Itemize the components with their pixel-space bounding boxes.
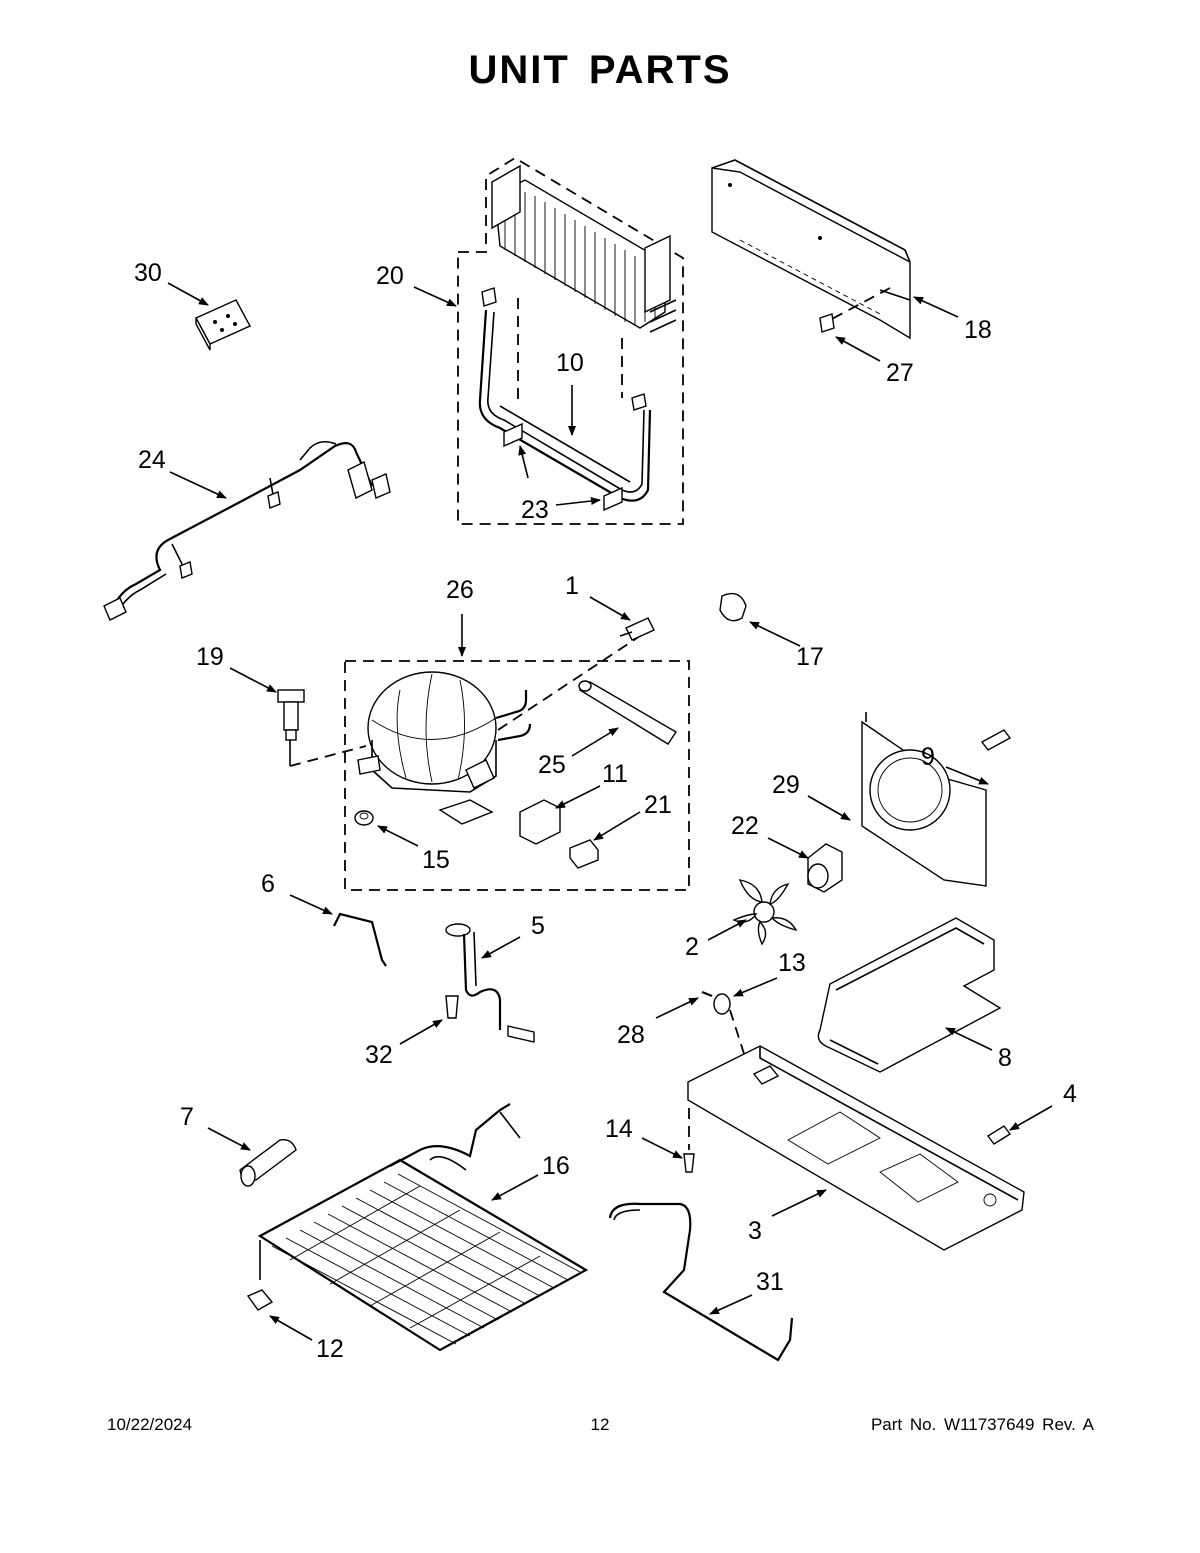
compressor-assembly	[289, 635, 690, 891]
part-5-drain-tube	[445, 923, 535, 1043]
part-9-screw	[980, 729, 1012, 751]
callout-12: 12	[316, 1335, 344, 1363]
callout-labels: 30 20 10 23 18 27 24 26 1 17 19 9 29 25 …	[134, 259, 1077, 1363]
part-31-tube	[608, 1202, 794, 1362]
footer-date: 10/22/2024	[107, 1415, 193, 1434]
part-22-fan-motor	[807, 843, 843, 893]
part-21-overload	[569, 839, 599, 869]
part-6-bracket	[333, 912, 387, 967]
part-12-clip	[246, 1289, 274, 1311]
callout-17: 17	[796, 643, 824, 671]
callout-27: 27	[886, 359, 914, 387]
part-15-grommet	[354, 810, 374, 826]
callout-16: 16	[542, 1152, 570, 1180]
callout-31: 31	[756, 1268, 784, 1296]
callout-10: 10	[556, 349, 584, 377]
callout-30: 30	[134, 259, 162, 287]
callout-24: 24	[138, 446, 166, 474]
callout-19: 19	[196, 643, 224, 671]
callout-1: 1	[565, 572, 579, 600]
callout-18: 18	[964, 316, 992, 344]
page-title: UNIT PARTS	[468, 48, 732, 92]
part-7-insulation-tube	[239, 1139, 297, 1187]
footer-page-number: 12	[590, 1415, 610, 1434]
evaporator-assembly	[457, 156, 684, 525]
part-24-wire-harness	[103, 440, 391, 621]
compressor-group-outline	[344, 660, 690, 891]
callout-14: 14	[605, 1115, 633, 1143]
part-25-filter-drier	[578, 680, 677, 745]
callout-8: 8	[998, 1044, 1012, 1072]
callout-29: 29	[772, 771, 800, 799]
callout-28: 28	[617, 1021, 645, 1049]
callout-20: 20	[376, 262, 404, 290]
part-28-pin	[701, 990, 713, 998]
part-19-fitting	[277, 689, 305, 741]
part-2-fan-blade	[732, 879, 798, 946]
part-17-clamp	[719, 592, 747, 622]
part-29-fan-shroud	[861, 712, 987, 887]
part-8-drain-pan	[817, 917, 1002, 1073]
callout-9: 9	[921, 743, 935, 771]
part-4-screw	[986, 1125, 1012, 1145]
callout-11: 11	[602, 760, 628, 788]
part-3-base-plate	[687, 1045, 1025, 1251]
callout-22: 22	[731, 812, 759, 840]
callout-15: 15	[422, 846, 450, 874]
part-32-screw	[445, 995, 459, 1019]
part-30-control-board	[195, 299, 251, 351]
callout-4: 4	[1063, 1080, 1077, 1108]
part-13-grommet	[713, 993, 747, 1061]
callout-25: 25	[538, 751, 566, 779]
part-18-air-duct	[711, 159, 911, 340]
part-16-condenser	[257, 1103, 589, 1352]
footer-part-number: Part No. W11737649 Rev. A	[870, 1415, 1094, 1434]
callout-5: 5	[531, 912, 545, 940]
callout-26: 26	[446, 576, 474, 604]
callout-32: 32	[365, 1041, 393, 1069]
callout-3: 3	[748, 1217, 762, 1245]
part-27-clip	[819, 313, 835, 333]
callout-leaders	[167, 282, 1053, 1341]
evaporator-group-outline	[457, 156, 684, 525]
callout-7: 7	[180, 1103, 194, 1131]
callout-13: 13	[778, 949, 806, 977]
part-14-screw	[683, 1108, 695, 1173]
callout-23: 23	[521, 496, 549, 524]
part-1-valve	[619, 617, 655, 641]
part-11-start-relay	[519, 799, 561, 845]
callout-21: 21	[644, 791, 672, 819]
callout-2: 2	[685, 933, 699, 961]
callout-6: 6	[261, 870, 275, 898]
